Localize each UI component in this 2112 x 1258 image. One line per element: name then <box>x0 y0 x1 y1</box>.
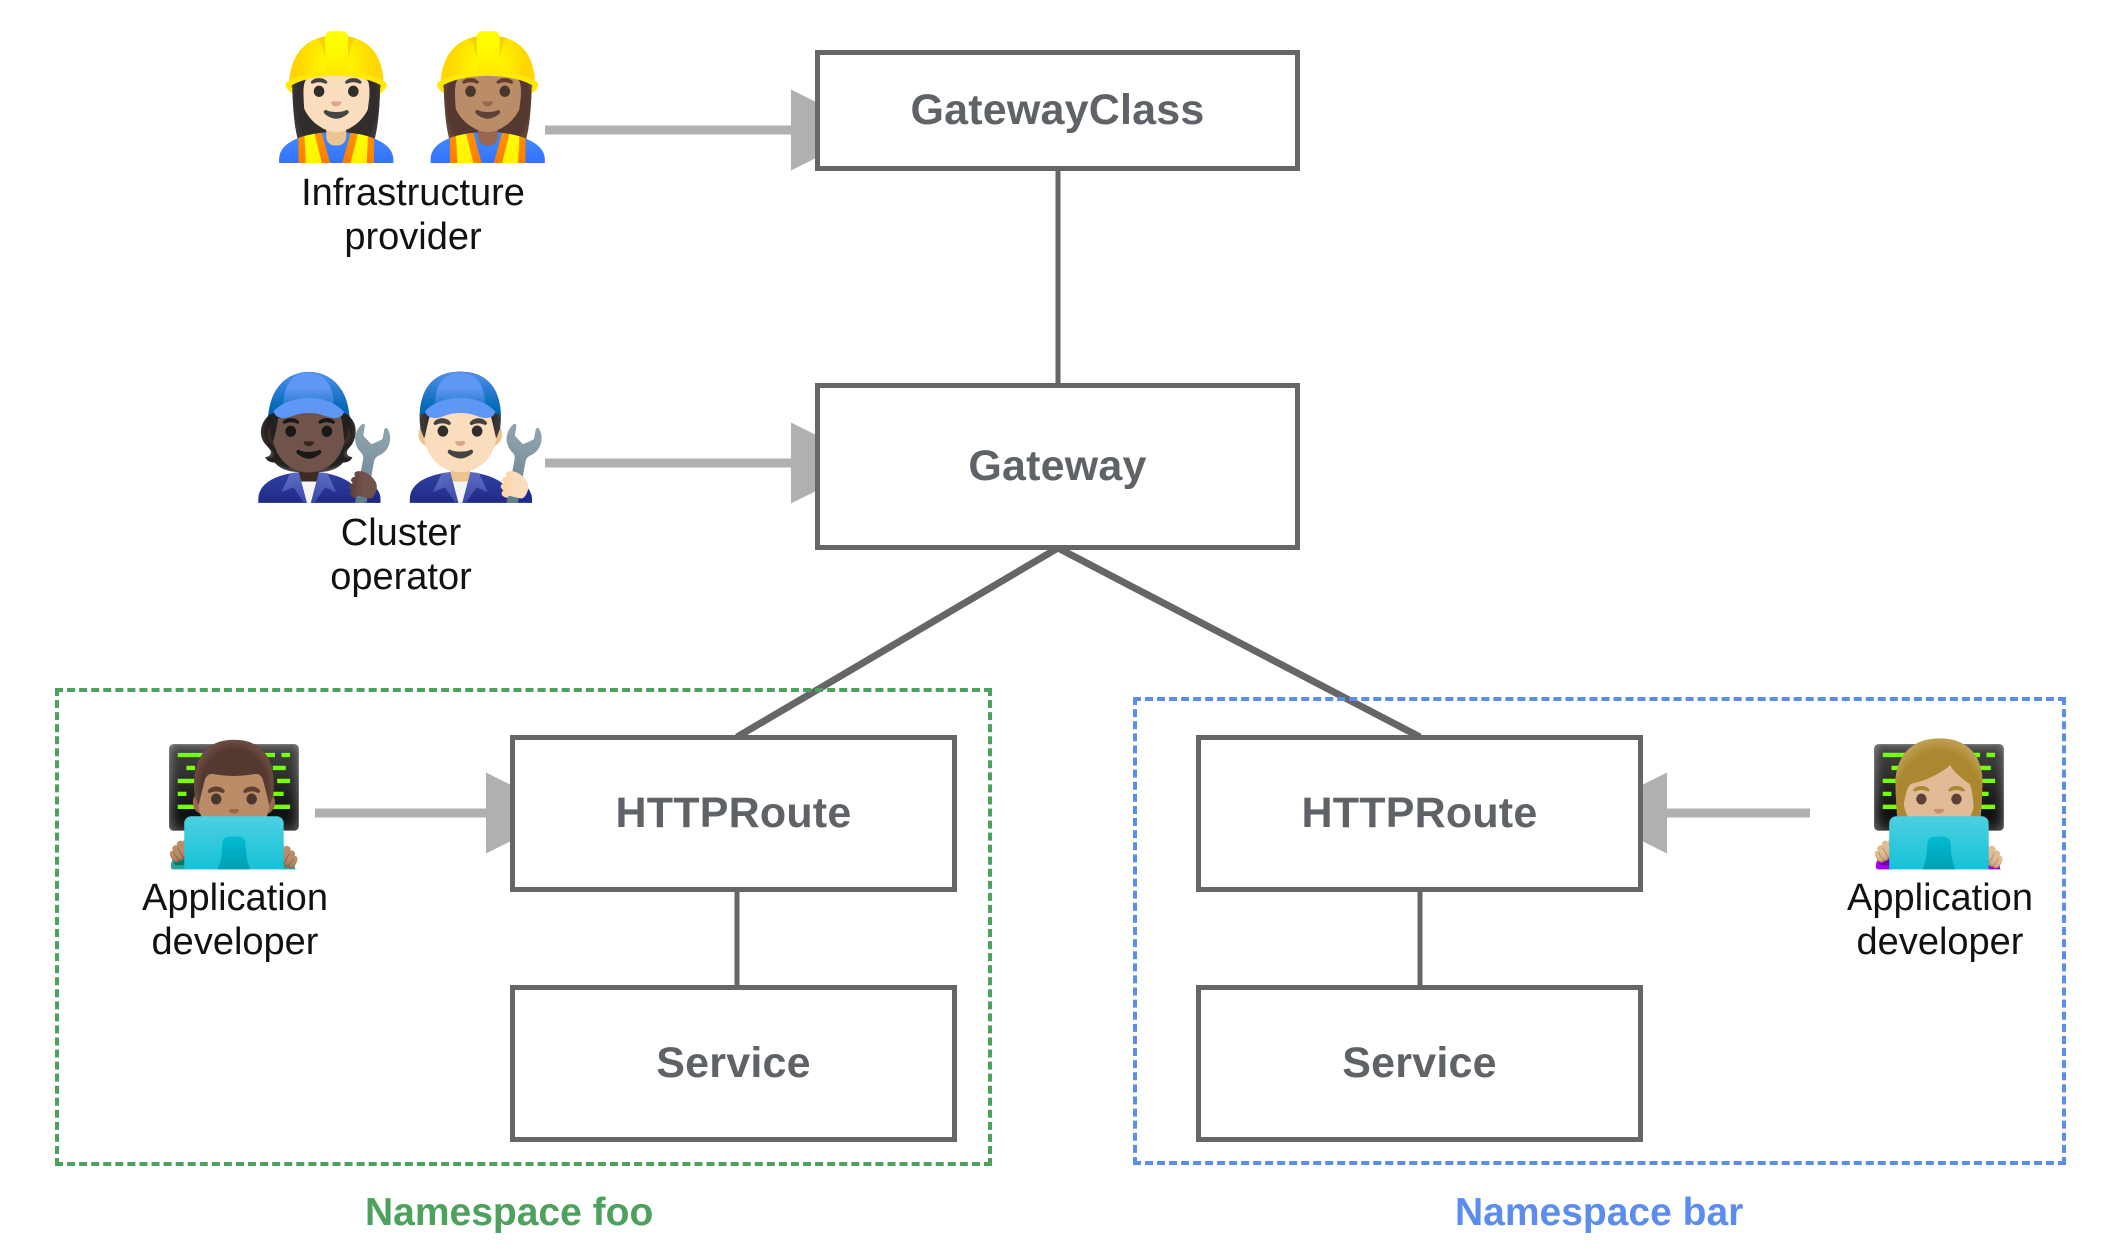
actor-label-infrastructure-provider: Infrastructure provider <box>301 172 525 258</box>
resource-label-service-foo: Service <box>656 1039 811 1087</box>
woman-technologist-icon: 👩🏼‍💻 <box>1865 735 2015 873</box>
resource-label-httproute-bar: HTTPRoute <box>1301 789 1538 837</box>
resource-label-service-bar: Service <box>1342 1039 1497 1087</box>
actor-application-developer-bar: 👩🏼‍💻 Application developer <box>1815 745 2065 964</box>
resource-label-httproute-foo: HTTPRoute <box>615 789 852 837</box>
actor-infrastructure-provider: 👷🏻‍♀️👷🏽‍♀️ Infrastructure provider <box>262 38 563 259</box>
namespace-label-bar: Namespace bar <box>1455 1191 1744 1234</box>
resource-label-gateway: Gateway <box>968 442 1147 490</box>
man-technologist-icon: 👨🏽‍💻 <box>160 735 310 873</box>
namespace-label-foo: Namespace foo <box>365 1191 654 1234</box>
namespace-container-bar <box>1133 697 2066 1165</box>
namespace-container-foo <box>55 688 992 1166</box>
resource-box-gateway[interactable]: Gateway <box>815 383 1300 550</box>
actor-label-cluster-operator: Cluster operator <box>330 512 472 598</box>
woman-construction-worker-icon: 👷🏻‍♀️👷🏽‍♀️ <box>261 28 565 167</box>
resource-box-httproute-foo[interactable]: HTTPRoute <box>510 735 957 892</box>
resource-box-service-foo[interactable]: Service <box>510 985 957 1142</box>
resource-box-service-bar[interactable]: Service <box>1196 985 1643 1142</box>
person-mechanic-icon: 🧑🏿‍🔧👨🏻‍🔧 <box>249 368 553 507</box>
actor-application-developer-foo: 👨🏽‍💻 Application developer <box>110 745 360 964</box>
resource-label-gatewayclass: GatewayClass <box>910 86 1205 134</box>
actor-cluster-operator: 🧑🏿‍🔧👨🏻‍🔧 Cluster operator <box>250 378 551 599</box>
actor-label-application-developer-foo: Application developer <box>142 877 328 963</box>
actor-label-application-developer-bar: Application developer <box>1847 877 2033 963</box>
resource-box-gatewayclass[interactable]: GatewayClass <box>815 50 1300 171</box>
resource-box-httproute-bar[interactable]: HTTPRoute <box>1196 735 1643 892</box>
